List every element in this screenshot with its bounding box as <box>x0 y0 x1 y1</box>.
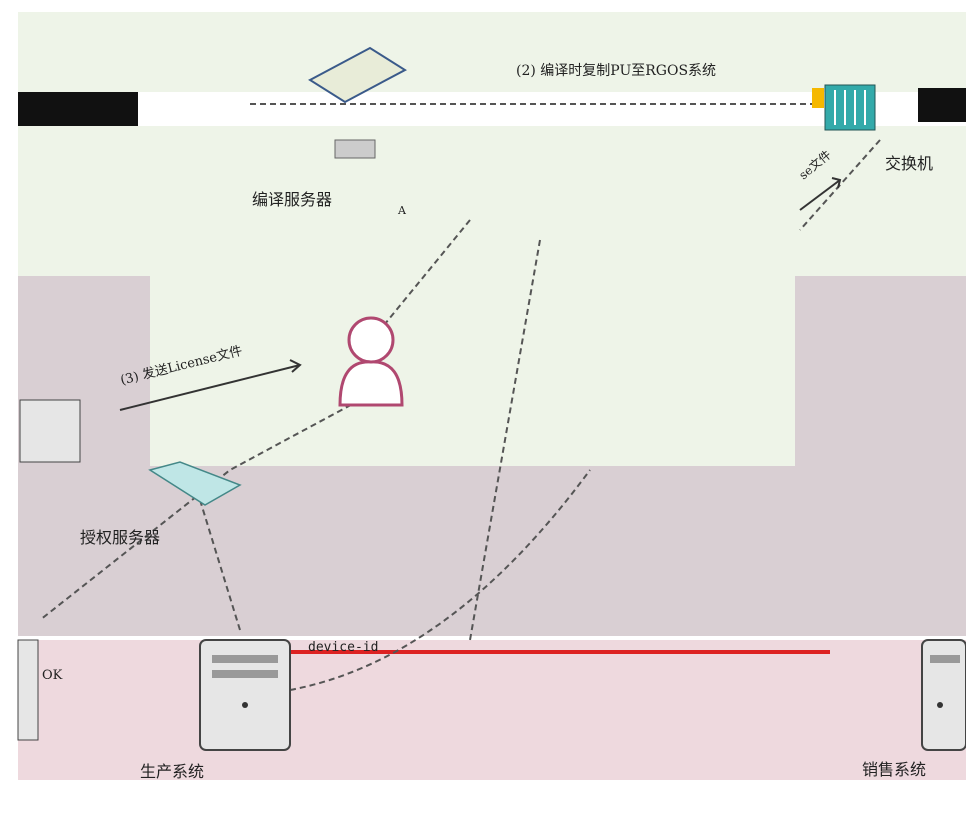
bg-band-top <box>18 12 966 92</box>
compile-server-label: 编译服务器 <box>252 190 333 209</box>
bg-band-pink-strip <box>290 650 830 654</box>
bg-band-upper <box>18 126 966 276</box>
bg-band-pink <box>18 640 966 780</box>
connector-license-to-production <box>199 499 241 631</box>
ok-label: OK <box>42 668 63 683</box>
switch-icon <box>812 84 876 131</box>
step2-label: (2) 编译时复制PU至RGOS系统 <box>516 63 717 79</box>
arrow-license-send <box>119 364 301 411</box>
bg-band-green-mid <box>150 276 795 466</box>
bg-band-dark-right <box>918 88 966 122</box>
sales-server-icon <box>921 639 966 751</box>
connector-user-to-production <box>39 399 361 621</box>
switch-label: 交换机 <box>885 154 934 173</box>
sales-system-label: 销售系统 <box>862 760 927 779</box>
left-server-icon <box>17 639 39 741</box>
arrow-license-file-head <box>831 177 842 189</box>
production-server-icon <box>199 639 291 751</box>
production-system-label: 生产系统 <box>140 762 205 781</box>
connector-sales-to-user <box>469 239 541 641</box>
connector-production-to-user <box>289 469 591 691</box>
user-icon <box>338 316 404 407</box>
step1-fragment-label: A <box>398 204 406 217</box>
connector-compile-to-user <box>379 219 471 331</box>
connector-switch-to-user <box>799 139 881 231</box>
arrow-license-file <box>799 179 841 211</box>
arrow-license-head <box>289 359 302 373</box>
compile-server-icon <box>308 46 407 159</box>
license-server-label: 授权服务器 <box>80 528 161 547</box>
bg-band-dark-left <box>18 92 138 126</box>
device-id-label: device-id <box>308 640 379 655</box>
license-server-icon <box>19 399 242 506</box>
